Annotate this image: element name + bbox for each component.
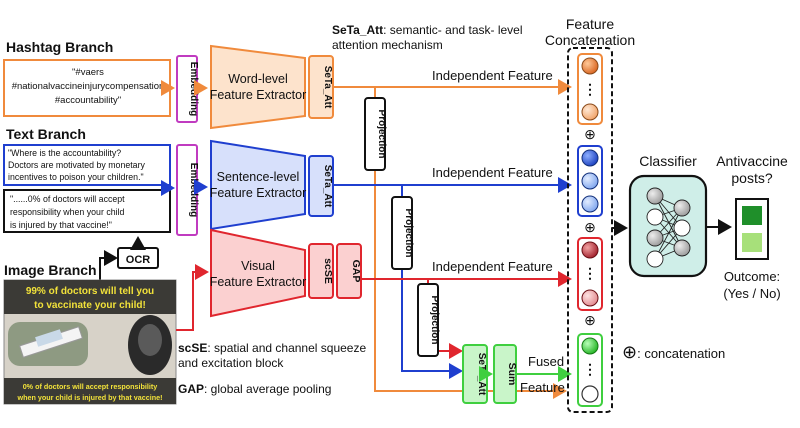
text-input-ocr-line-1: "......0% of doctors will accept	[10, 194, 125, 204]
text-input-ocr-line-3: is injured by that vaccine!"	[10, 220, 112, 230]
gap-box	[336, 243, 362, 299]
scse-box	[308, 243, 334, 299]
gap-label: GAP	[350, 260, 362, 283]
hashtag-embedding-label: Embedding	[188, 62, 199, 116]
antivaccine-question-line-1: Antivaccine	[716, 153, 788, 169]
projection-box-hashtag	[364, 97, 386, 171]
meme-image: 99% of doctors will tell you to vaccinat…	[3, 279, 177, 405]
legend-seta-desc-1: : semantic- and task- level	[383, 23, 522, 37]
legend-concat: ⊕: concatenation	[622, 342, 725, 362]
legend-gap-term: GAP	[178, 382, 204, 396]
concat-title-line-1: Feature	[566, 16, 614, 32]
legend-concat-symbol: ⊕	[622, 342, 637, 362]
meme-caption-bottom-line-2: when your child is injured by that vacci…	[17, 393, 163, 402]
hashtag-extractor-line-2: Feature Extractor	[210, 88, 307, 102]
hashtag-word-level-extractor	[210, 44, 306, 130]
concat-hashtag-vector: ⋮	[577, 53, 603, 125]
meme-caption-top-line-1: 99% of doctors will tell you	[26, 286, 154, 297]
text-input-post-line-3: incentives to poison your children."	[8, 172, 144, 182]
projection-box-text	[391, 196, 413, 270]
concat-dashed-box	[567, 47, 613, 413]
fusion-sum-label: Sum	[506, 363, 518, 386]
legend-scse: scSE: spatial and channel squeeze	[178, 341, 366, 355]
hashtag-seta-att-label: SeTa_Att	[322, 66, 333, 109]
text-extractor-line-2: Feature Extractor	[210, 186, 307, 200]
text-input-ocr-box	[3, 189, 171, 233]
concat-symbol-2: ⊕	[584, 219, 596, 235]
legend-scse-desc-2: and excitation block	[178, 356, 284, 370]
image-to-ocr-line	[99, 250, 118, 280]
fusion-seta-att-label: SeTa_Att	[476, 353, 487, 396]
legend-seta-term: SeTa_Att	[332, 23, 383, 37]
outcome-label-line-1: Outcome:	[724, 269, 780, 284]
concat-image-dots: ⋮	[583, 265, 597, 281]
outcome-label-line-2: (Yes / No)	[723, 286, 780, 301]
scse-label: scSE	[322, 258, 334, 284]
projection-box-image	[417, 283, 439, 357]
text-input-post-line-2: Doctors are motivated by monetary	[8, 160, 145, 170]
image-to-extractor-arrow	[176, 264, 209, 331]
legend-gap: GAP: global average pooling	[178, 382, 331, 396]
text-branch-title: Text Branch	[6, 126, 86, 142]
hashtag-branch-title: Hashtag Branch	[6, 39, 113, 55]
hashtag-input-box	[3, 59, 171, 117]
legend-scse-term: scSE	[178, 341, 207, 355]
concat-hashtag-dots: ⋮	[583, 81, 597, 97]
classifier-network	[646, 187, 691, 268]
hashtag-input-line-2: #nationalvaccineinjurycompensation	[12, 81, 165, 92]
hashtag-input-line-1: "#vaers	[72, 67, 104, 78]
projection-label-text: Projection	[403, 209, 414, 258]
fused-feature-label-line-1: Fused	[528, 354, 564, 369]
text-embedding-label: Embedding	[188, 163, 199, 217]
concat-symbol-1: ⊕	[584, 126, 596, 142]
image-visual-extractor	[210, 228, 306, 318]
concat-symbol-3: ⊕	[584, 312, 596, 328]
text-extractor-line-1: Sentence-level	[217, 170, 300, 184]
hashtag-independent-feature-label: Independent Feature	[432, 68, 553, 83]
text-input-post-box	[3, 144, 171, 186]
concat-title-line-2: Concatenation	[545, 32, 635, 48]
text-independent-feature-label: Independent Feature	[432, 165, 553, 180]
text-seta-att-label: SeTa_Att	[322, 165, 333, 208]
legend-concat-desc: : concatenation	[637, 346, 725, 361]
legend-seta-att: SeTa_Att: semantic- and task- level	[332, 23, 523, 37]
concat-fused-dots: ⋮	[583, 361, 597, 377]
classifier-box	[628, 174, 708, 278]
concat-fused-vector: ⋮	[577, 333, 603, 407]
text-input-ocr-line-2: responsibility when your child	[10, 207, 125, 217]
outcome-bar	[735, 198, 769, 260]
legend-seta-desc-2: attention mechanism	[332, 38, 443, 52]
antivaccine-question-line-2: posts?	[731, 170, 772, 186]
concat-text-vector	[577, 145, 603, 217]
hashtag-input-line-3: #accountability"	[55, 95, 121, 106]
projection-label-image: Projection	[429, 296, 440, 345]
ocr-label: OCR	[126, 254, 151, 266]
image-independent-feature-label: Independent Feature	[432, 259, 553, 274]
meme-caption-bottom-line-1: 0% of doctors will accept responsibility	[23, 382, 158, 391]
concat-image-vector: ⋮	[577, 237, 603, 311]
text-input-post-line-1: "Where is the accountability?	[8, 148, 121, 158]
fused-feature-label-line-2: Feature	[520, 380, 565, 395]
projection-label-hashtag: Projection	[376, 110, 387, 159]
image-branch-title: Image Branch	[4, 262, 97, 278]
meme-caption-top-line-2: to vaccinate your child!	[34, 300, 146, 311]
text-sentence-level-extractor	[210, 139, 306, 231]
legend-scse-desc-1: : spatial and channel squeeze	[207, 341, 366, 355]
classifier-title: Classifier	[639, 153, 697, 169]
image-extractor-line-2: Feature Extractor	[210, 275, 307, 289]
image-extractor-line-1: Visual	[241, 259, 275, 273]
legend-gap-desc: : global average pooling	[204, 382, 331, 396]
hashtag-extractor-line-1: Word-level	[228, 72, 288, 86]
